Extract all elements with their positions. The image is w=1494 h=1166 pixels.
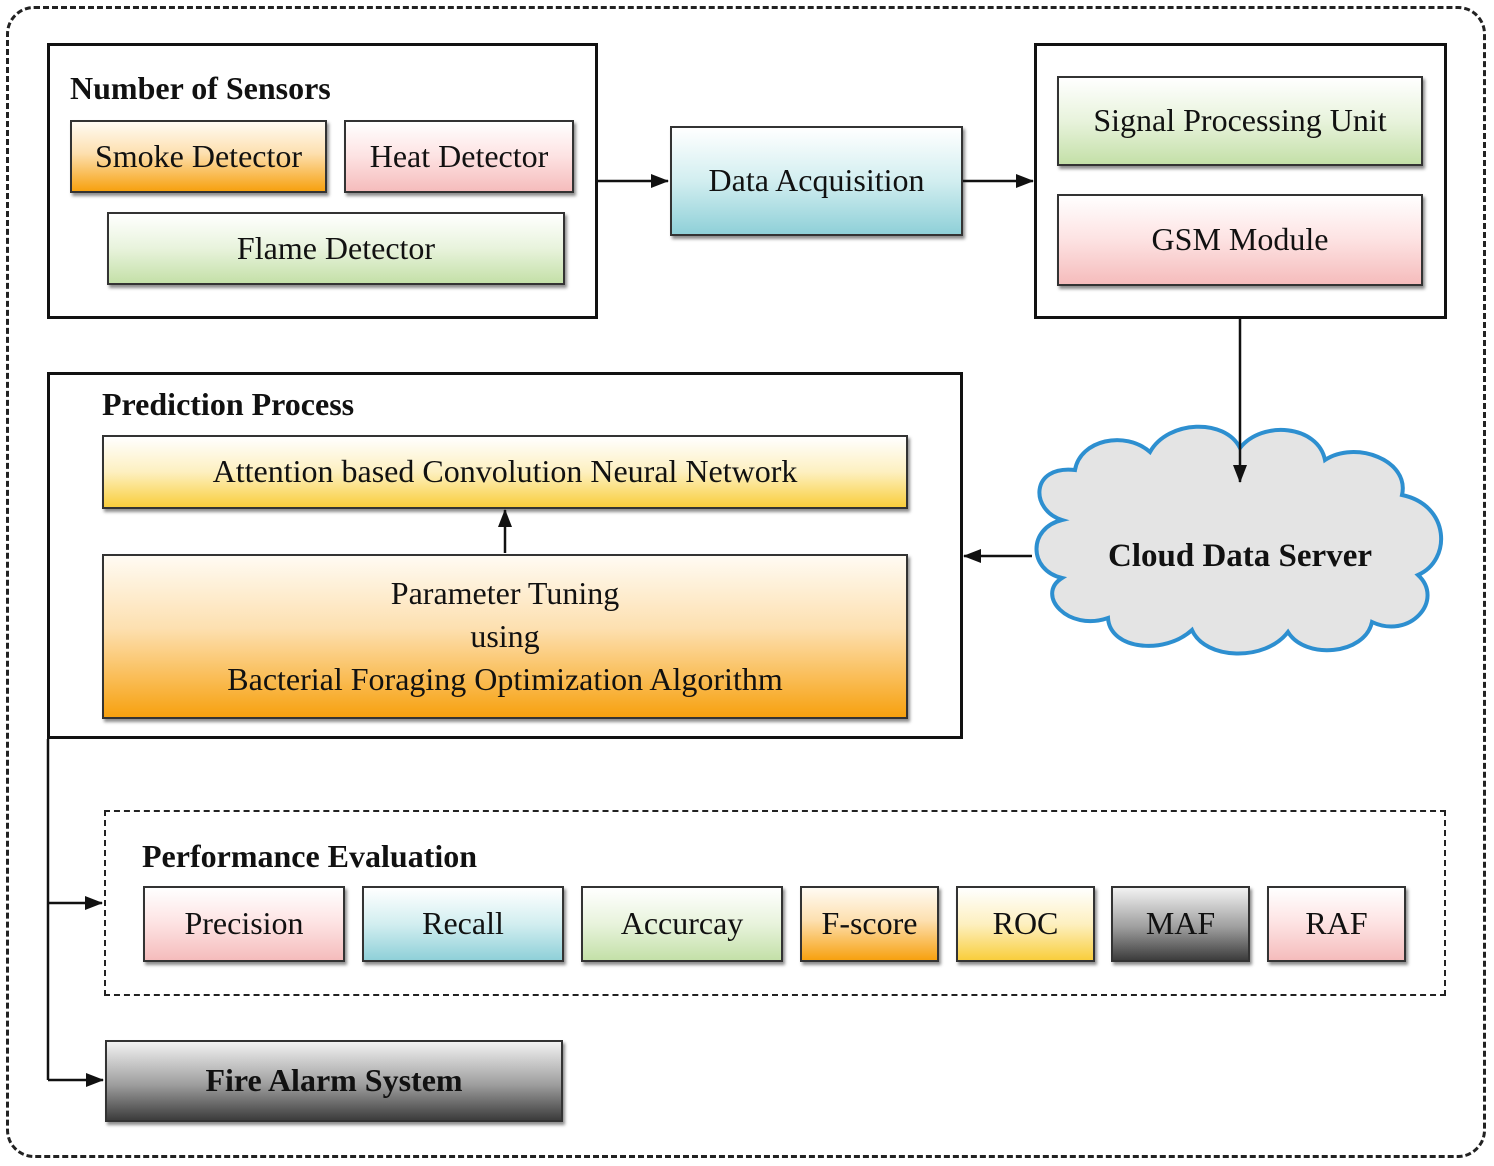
smoke-detector-box: Smoke Detector [70,120,327,193]
outer-frame [6,6,1486,1158]
cloud-data-server-label: Cloud Data Server [1108,537,1372,574]
metric-f-score: F-score [800,886,939,962]
metric-raf: RAF [1267,886,1406,962]
tuning-line-3: Bacterial Foraging Optimization Algorith… [227,661,783,698]
metric-roc: ROC [956,886,1095,962]
tuning-line-2: using [470,617,540,654]
heat-detector-box: Heat Detector [344,120,574,193]
data-acquisition-box: Data Acquisition [670,126,963,236]
flame-detector-box: Flame Detector [107,212,565,285]
parameter-tuning-box: Parameter Tuning using Bacterial Foragin… [102,554,908,719]
gsm-module-box: GSM Module [1057,194,1423,286]
fire-alarm-system-box: Fire Alarm System [105,1040,563,1122]
performance-title: Performance Evaluation [142,838,478,874]
tuning-line-1: Parameter Tuning [390,574,620,611]
sensors-title: Number of Sensors [70,70,331,106]
metric-precision: Precision [143,886,345,962]
metric-recall: Recall [362,886,564,962]
metric-maf: MAF [1111,886,1250,962]
cloud-shape [1034,424,1444,656]
attention-cnn-box: Attention based Convolution Neural Netwo… [102,435,908,509]
signal-processing-unit-box: Signal Processing Unit [1057,76,1423,166]
prediction-title: Prediction Process [102,386,355,422]
metric-accuracy: Accurcay [581,886,783,962]
